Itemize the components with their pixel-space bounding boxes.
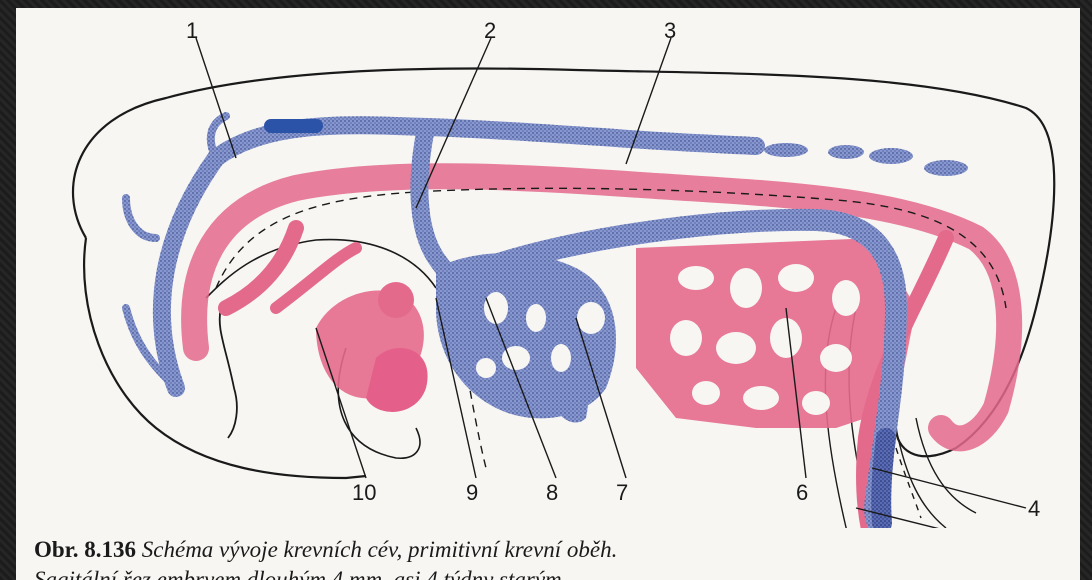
label-10: 10 xyxy=(352,480,376,505)
cardinal-segments xyxy=(764,143,968,176)
vascular-diagram: 1 2 3 4 5 6 7 8 9 10 xyxy=(16,8,1080,528)
venous-plexus xyxy=(436,253,616,423)
label-2: 2 xyxy=(484,18,496,43)
heart-bulb xyxy=(378,282,414,318)
label-9: 9 xyxy=(466,480,478,505)
page-scan: 1 2 3 4 5 6 7 8 9 10 Obr. 8.136 Schéma v… xyxy=(16,8,1080,580)
label-4: 4 xyxy=(1028,496,1040,521)
label-6: 6 xyxy=(796,480,808,505)
label-1: 1 xyxy=(186,18,198,43)
label-8: 8 xyxy=(546,480,558,505)
figure-title: Schéma vývoje krevních cév, primitivní k… xyxy=(142,537,618,562)
head-fold xyxy=(220,308,237,438)
umbilical-vein-dark xyxy=(881,438,886,523)
label-7: 7 xyxy=(616,480,628,505)
label-3: 3 xyxy=(664,18,676,43)
figure-number: Obr. 8.136 xyxy=(34,537,136,562)
figure-caption-line2: Sagitální řez embryem dlouhým 4 mm, asi … xyxy=(34,566,1074,580)
stalk-dashed xyxy=(896,448,921,518)
figure-caption: Obr. 8.136 Schéma vývoje krevních cév, p… xyxy=(34,536,1074,564)
